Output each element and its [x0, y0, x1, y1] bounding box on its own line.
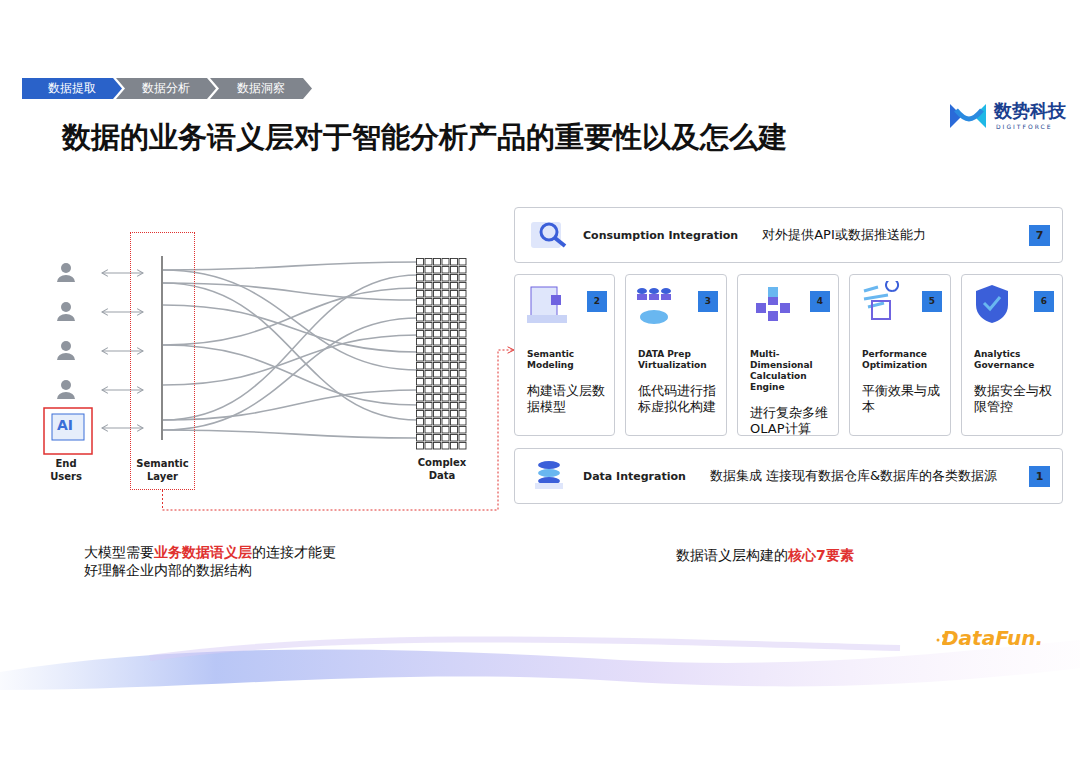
- data-curve: [163, 390, 418, 420]
- number-text: 6: [1041, 296, 1047, 307]
- data-curve: [163, 270, 418, 370]
- node-heading: Multi-Dimensional Calculation Engine: [750, 349, 832, 393]
- ai-chip: [52, 414, 84, 440]
- element-card: Multi-Dimensional Calculation Engine 进行复杂…: [737, 274, 839, 436]
- callout-number: 3: [698, 291, 718, 312]
- node-heading: Consumption Integration: [583, 229, 738, 242]
- label: 核心7要素: [788, 547, 854, 563]
- number-text: 2: [594, 296, 600, 307]
- node-heading: Complex Data: [408, 456, 476, 482]
- element-card: Semantic Modeling 构建语义层数据模型 2: [514, 274, 615, 436]
- label: 数势科技: [994, 100, 1066, 123]
- node-heading: Analytics Governance: [974, 349, 1056, 371]
- breadcrumb-step: 数据洞察: [210, 78, 312, 99]
- semantic-line: [161, 256, 163, 440]
- callout-number: 2: [587, 291, 607, 312]
- node-body: 平衡效果与成本: [862, 383, 944, 415]
- dotted-connector: [163, 350, 515, 510]
- breadcrumb-step: 数据提取: [22, 78, 122, 99]
- number-text: 4: [817, 296, 823, 307]
- element-bar: Consumption Integration 对外提供API或数据推送能力 7: [514, 207, 1063, 263]
- breadcrumb-step: 数据分析: [116, 78, 216, 99]
- element-icon: [527, 455, 587, 515]
- callout-number: 1: [1029, 466, 1050, 487]
- node-heading: Performance Optimization: [862, 349, 944, 371]
- number-text: 1: [1036, 470, 1044, 483]
- element-icon: [523, 281, 583, 341]
- node-body: 低代码进行指标虚拟化构建: [638, 383, 720, 415]
- label: AI: [57, 417, 73, 435]
- label: 数据语义层构建的: [676, 547, 788, 563]
- logo-mark: [950, 104, 986, 128]
- semantic-layer-box: Semantic Layer: [130, 232, 195, 490]
- data-curve: [163, 275, 418, 420]
- callout-number: 4: [810, 291, 830, 312]
- node-body: 构建语义层数据模型: [527, 383, 608, 415]
- number-text: 7: [1036, 229, 1044, 242]
- data-curve: [163, 262, 418, 270]
- label: DIGITFORCE: [996, 123, 1053, 131]
- data-curve: [163, 318, 418, 430]
- element-card: Performance Optimization 平衡效果与成本 5: [849, 274, 951, 436]
- element-bar: Data Integration 数据集成 连接现有数据仓库&数据库的各类数据源 1: [514, 448, 1063, 504]
- label: 业务数据语义层: [154, 544, 252, 560]
- node-heading: Data Integration: [583, 470, 686, 483]
- wave-line: [150, 640, 900, 659]
- data-curve: [163, 430, 418, 438]
- number-text: 3: [705, 296, 711, 307]
- callout-number: 6: [1034, 291, 1054, 312]
- label: End Users: [48, 458, 84, 483]
- node-heading: DATA Prep Virtualization: [638, 349, 720, 371]
- node-heading: Semantic Layer: [131, 457, 194, 483]
- caption-right: 数据语义层构建的核心7要素: [676, 546, 936, 564]
- data-curves: [163, 262, 418, 438]
- callout-number: 5: [922, 291, 942, 312]
- label: 大模型需要: [84, 544, 154, 560]
- element-icon: [527, 214, 587, 274]
- callout-number: 7: [1029, 225, 1050, 246]
- ai-icon-frame: [44, 408, 92, 454]
- data-curve: [163, 305, 418, 352]
- element-icon: [634, 281, 694, 341]
- label: DataFun.: [942, 626, 1043, 651]
- element-icon: [858, 281, 918, 341]
- data-curve: [163, 283, 418, 300]
- data-grid: Complex Data: [408, 250, 476, 486]
- data-curve: [163, 283, 418, 420]
- element-icon: [746, 281, 806, 341]
- user-icons: [57, 263, 75, 399]
- node-heading: Semantic Modeling: [527, 349, 608, 371]
- data-curve: [163, 335, 418, 385]
- element-icon: [970, 281, 1030, 341]
- node-heading: 数据提取: [48, 80, 96, 97]
- wave-band: [0, 640, 1080, 690]
- data-curve: [163, 345, 418, 405]
- element-card: Analytics Governance 数据安全与权限管控 6: [961, 274, 1063, 436]
- caption-left: 大模型需要业务数据语义层的连接才能更好理解企业内部的数据结构: [84, 543, 346, 579]
- node-heading: 数据分析: [142, 80, 190, 97]
- node-heading: 数据洞察: [237, 80, 285, 97]
- title: 数据的业务语义层对于智能分析产品的重要性以及怎么建: [62, 118, 787, 158]
- grid-figure: [416, 258, 468, 450]
- double-arrows: [102, 273, 143, 428]
- node-body: 数据集成 连接现有数据仓库&数据库的各类数据源: [710, 467, 997, 485]
- number-text: 5: [929, 296, 935, 307]
- node-body: 进行复杂多维OLAP计算: [750, 405, 832, 437]
- element-card: DATA Prep Virtualization 低代码进行指标虚拟化构建 3: [625, 274, 727, 436]
- node-body: 对外提供API或数据推送能力: [762, 226, 926, 244]
- node-body: 数据安全与权限管控: [974, 383, 1056, 415]
